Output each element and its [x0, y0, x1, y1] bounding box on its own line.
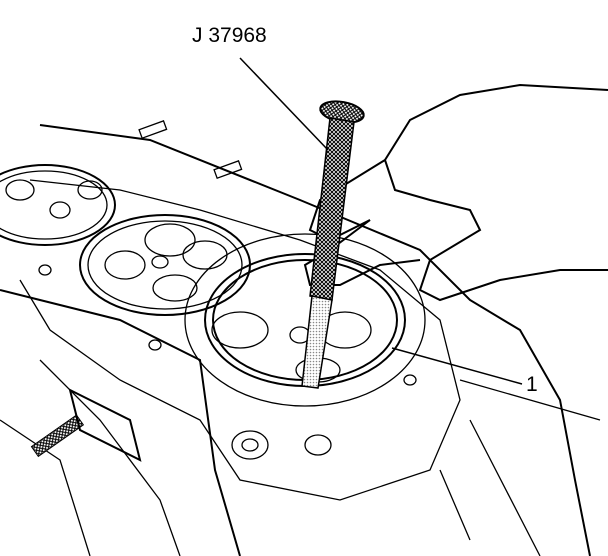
- combustion-chambers: [0, 164, 426, 460]
- tool-j37968: [301, 100, 365, 389]
- cylinder-head-body: [0, 124, 601, 556]
- leader-lines: [239, 57, 523, 385]
- studs: [30, 120, 243, 462]
- part-callout-label: 1: [526, 373, 538, 396]
- tool-callout-label: J 37968: [192, 24, 267, 47]
